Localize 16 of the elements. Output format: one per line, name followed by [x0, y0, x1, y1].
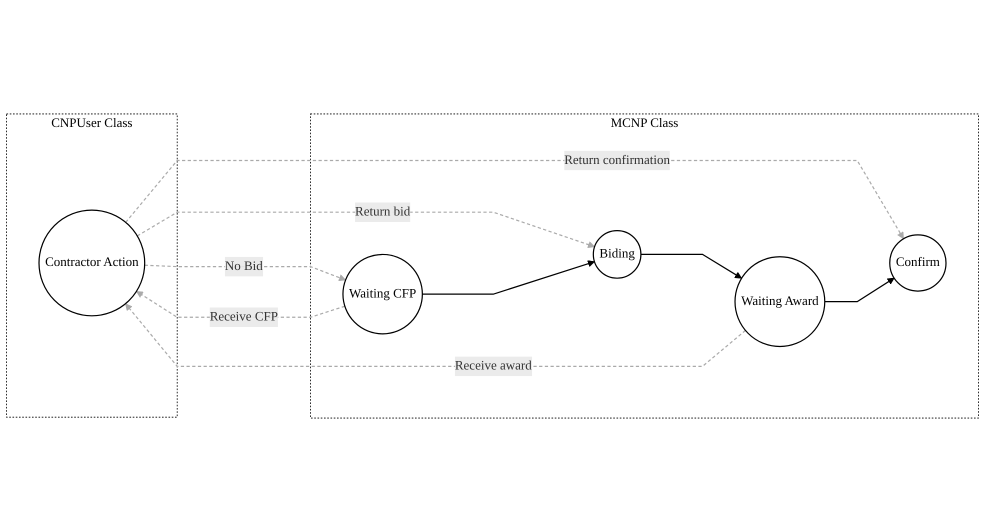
- node-circle: Contractor Action: [38, 210, 146, 316]
- edge-label: Return bid: [355, 204, 410, 219]
- arrow: [136, 212, 595, 248]
- node-circle: Waiting Award: [734, 256, 826, 348]
- node-circle: Waiting CFP: [342, 254, 423, 334]
- node-circle: Biding: [592, 230, 642, 279]
- edge-label: Receive award: [454, 359, 532, 373]
- arrow: [125, 160, 904, 240]
- arrow: [125, 303, 746, 367]
- edge-label: No Bid: [224, 259, 263, 274]
- arrow: [422, 260, 595, 295]
- arrow: [824, 278, 894, 302]
- node-circle: Confirm: [889, 234, 947, 292]
- edge-label: Return confirmation: [564, 153, 670, 168]
- edge-label: Receive CFP: [210, 310, 278, 324]
- arrow: [640, 254, 742, 279]
